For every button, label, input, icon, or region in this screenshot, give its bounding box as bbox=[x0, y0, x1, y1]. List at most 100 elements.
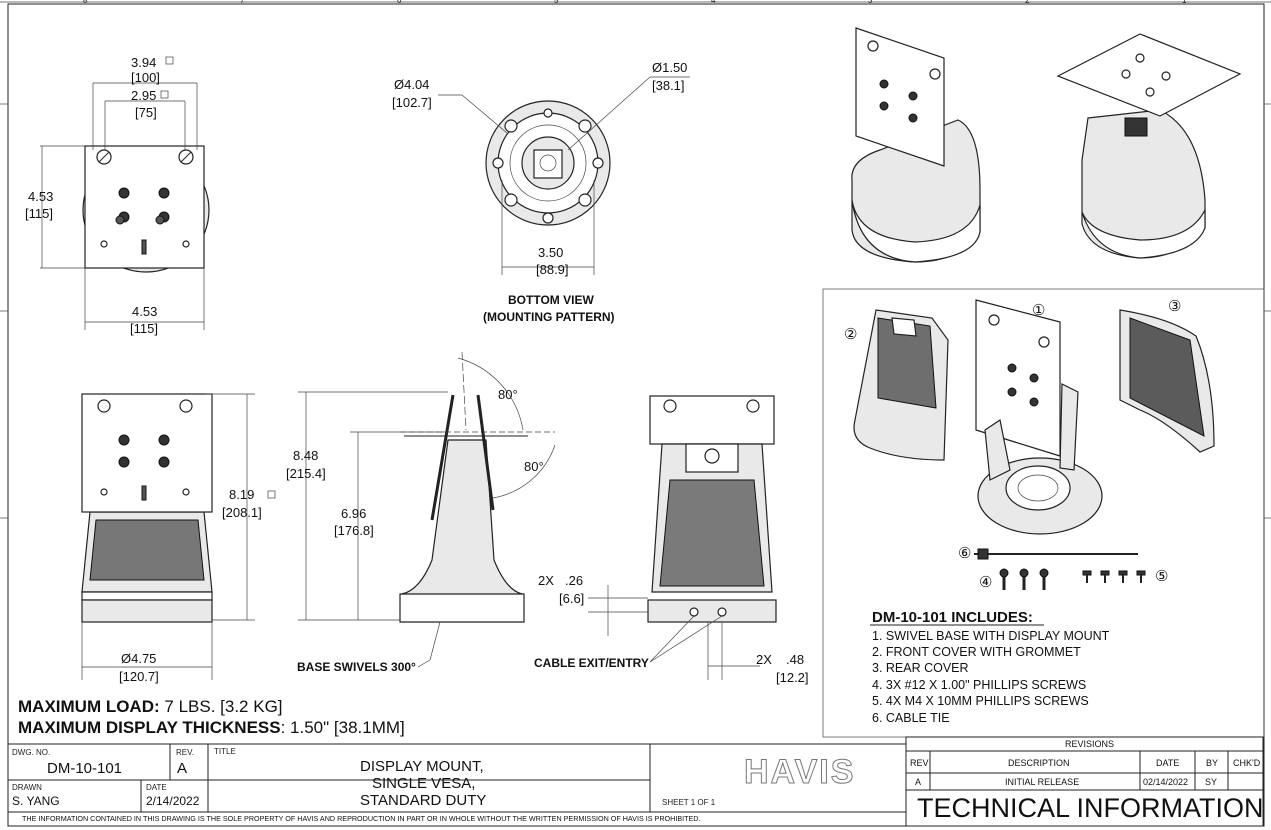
dim-cable-48: .48 bbox=[786, 652, 805, 667]
exploded-swivel-base bbox=[975, 299, 1103, 535]
drawn-label: DRAWN bbox=[12, 783, 42, 792]
border-number: 1 bbox=[1182, 0, 1187, 5]
max-load-label: MAXIMUM LOAD: bbox=[18, 697, 160, 716]
includes-item: 1. SWIVEL BASE WITH DISPLAY MOUNT bbox=[872, 629, 1110, 643]
max-thickness-line: MAXIMUM DISPLAY THICKNESS: 1.50" [38.1MM… bbox=[18, 719, 405, 736]
dim-front-top-outer-mm: [100] bbox=[131, 70, 160, 85]
max-thickness-label: MAXIMUM DISPLAY THICKNESS bbox=[18, 718, 281, 737]
rev-col-header: CHK'D bbox=[1233, 758, 1261, 768]
dwg-no: DM-10-101 bbox=[47, 760, 123, 777]
revision-table-lines bbox=[905, 736, 1264, 827]
dim-front-width: 4.53 bbox=[132, 304, 158, 319]
date-value: 2/14/2022 bbox=[146, 794, 200, 808]
dim-base-dia: Ø4.75 bbox=[121, 651, 157, 666]
dim-bottom-width: 3.50 bbox=[538, 245, 564, 260]
disclaimer: THE INFORMATION CONTAINED IN THIS DRAWIN… bbox=[22, 814, 701, 823]
iso-view-right bbox=[1056, 33, 1242, 259]
dwg-no-label: DWG. NO. bbox=[12, 748, 51, 757]
title-label: TITLE bbox=[214, 747, 236, 756]
title-block-lines bbox=[8, 743, 906, 813]
rev-col-header: REV bbox=[910, 758, 929, 768]
iso-view-left bbox=[851, 27, 981, 263]
rev-value: A bbox=[177, 760, 188, 777]
dim-base-dia-mm: [120.7] bbox=[119, 669, 159, 684]
border-number: 7 bbox=[240, 0, 245, 5]
dim-cable-26: .26 bbox=[565, 573, 584, 588]
rev-cell: SY bbox=[1205, 777, 1218, 787]
border-number: 5 bbox=[554, 0, 559, 5]
includes-title: DM-10-101 INCLUDES: bbox=[872, 609, 1033, 626]
zone-ticks bbox=[0, 103, 1271, 519]
border-number: 3 bbox=[868, 0, 873, 5]
drawn-by: S. YANG bbox=[12, 794, 60, 808]
bottom-view-label: BOTTOM VIEW bbox=[508, 293, 594, 307]
border-number: 4 bbox=[711, 0, 716, 5]
title-line-1: DISPLAY MOUNT, bbox=[360, 758, 484, 775]
havis-logo: HAVIS bbox=[743, 753, 856, 791]
sheet-number: SHEET 1 OF 1 bbox=[662, 798, 716, 807]
side-view-tilt bbox=[298, 351, 556, 668]
dim-tilt-top: 80° bbox=[498, 387, 518, 402]
front-view-top bbox=[40, 56, 210, 330]
rev-cell: 02/14/2022 bbox=[1143, 777, 1189, 787]
rear-view bbox=[588, 395, 777, 680]
mounting-pattern-label: (MOUNTING PATTERN) bbox=[483, 310, 615, 324]
dim-tilt-side: 80° bbox=[524, 459, 544, 474]
dim-overall-height-mm: [215.4] bbox=[286, 466, 326, 481]
title-line-2: SINGLE VESA, bbox=[372, 775, 476, 792]
dim-plate-height-mm: [208.1] bbox=[222, 505, 262, 520]
includes-item: 2. FRONT COVER WITH GROMMET bbox=[872, 645, 1081, 659]
dim-cable-48-mm: [12.2] bbox=[776, 670, 809, 685]
revisions-header: REVISIONS bbox=[1065, 739, 1115, 749]
dim-cable-26-mm: [6.6] bbox=[559, 591, 585, 606]
border-number: 2 bbox=[1025, 0, 1030, 5]
rev-col-header: DATE bbox=[1156, 758, 1180, 768]
title-line-3: STANDARD DUTY bbox=[360, 792, 487, 809]
callout-1: ① bbox=[1032, 302, 1046, 319]
includes-item: 6. CABLE TIE bbox=[872, 711, 950, 725]
dim-front-width-mm: [115] bbox=[130, 321, 158, 336]
bottom-view bbox=[438, 76, 690, 275]
callout-5: ⑤ bbox=[1155, 568, 1169, 585]
base-swivels-label: BASE SWIVELS 300° bbox=[297, 660, 416, 674]
border-number: 8 bbox=[83, 0, 88, 5]
dim-pivot-height-mm: [176.8] bbox=[334, 523, 374, 538]
max-load-value: 7 LBS. [3.2 KG] bbox=[164, 697, 283, 716]
rev-label: REV. bbox=[176, 748, 194, 757]
includes-item: 3. REAR COVER bbox=[872, 661, 969, 675]
cable-exit-label: CABLE EXIT/ENTRY bbox=[534, 656, 649, 670]
callout-3: ③ bbox=[1168, 298, 1182, 315]
dim-cable-2x-b: 2X bbox=[756, 652, 772, 667]
dim-overall-height: 8.48 bbox=[293, 448, 319, 463]
callout-6: ⑥ bbox=[958, 545, 972, 562]
dim-front-height: 4.53 bbox=[28, 189, 54, 204]
dim-pivot-height: 6.96 bbox=[341, 506, 367, 521]
date-label: DATE bbox=[146, 783, 167, 792]
dim-bottom-dia-inner-mm: [38.1] bbox=[652, 78, 685, 93]
border-number: 6 bbox=[397, 0, 402, 5]
dim-front-top-inner-mm: [75] bbox=[135, 105, 157, 120]
includes-item: 4. 3X #12 X 1.00" PHILLIPS SCREWS bbox=[872, 678, 1087, 692]
rev-col-header: BY bbox=[1206, 758, 1219, 768]
callout-4: ④ bbox=[979, 574, 993, 591]
exploded-rear-cover bbox=[1119, 309, 1215, 453]
dim-front-top-inner: 2.95 bbox=[131, 88, 157, 103]
dim-bottom-dia-outer-mm: [102.7] bbox=[392, 95, 432, 110]
rev-cell: A bbox=[915, 777, 922, 787]
exploded-hardware bbox=[974, 548, 1146, 590]
max-load-line: MAXIMUM LOAD: 7 LBS. [3.2 KG] bbox=[18, 698, 283, 715]
dim-cable-2x-a: 2X bbox=[538, 573, 554, 588]
rev-col-header: DESCRIPTION bbox=[1008, 758, 1070, 768]
dim-bottom-dia-outer: Ø4.04 bbox=[394, 77, 430, 92]
dim-bottom-dia-inner: Ø1.50 bbox=[652, 60, 688, 75]
technical-information: TECHNICAL INFORMATION bbox=[917, 793, 1264, 823]
front-view-assembly bbox=[81, 393, 276, 680]
dim-front-height-mm: [115] bbox=[25, 206, 53, 221]
dim-plate-height: 8.19 bbox=[229, 487, 255, 502]
includes-item: 5. 4X M4 X 10MM PHILLIPS SCREWS bbox=[872, 694, 1089, 708]
max-thickness-value: : 1.50" [38.1MM] bbox=[280, 718, 405, 737]
dim-front-top-outer: 3.94 bbox=[131, 55, 157, 70]
exploded-front-cover bbox=[853, 309, 949, 461]
